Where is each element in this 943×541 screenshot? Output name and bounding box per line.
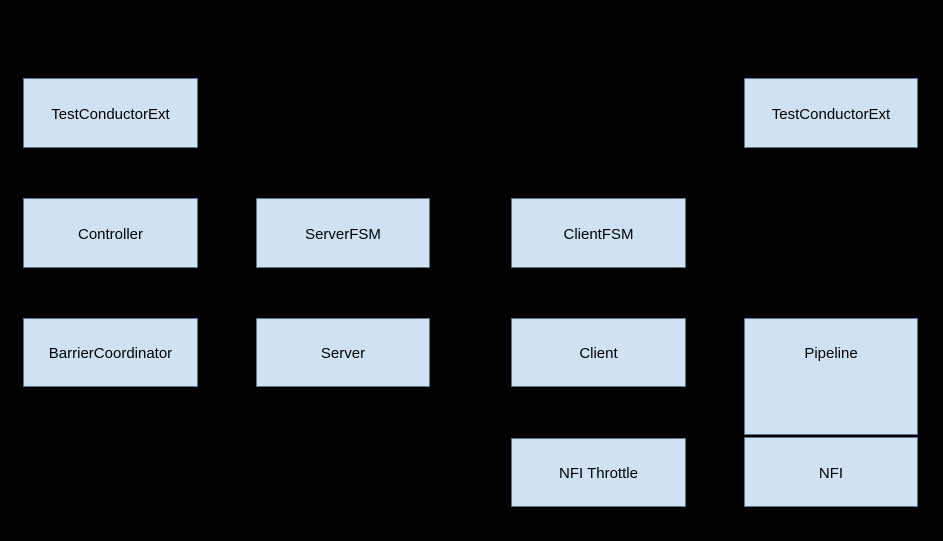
server-fsm-label: ServerFSM (305, 225, 381, 243)
nfi-box: NFI (744, 437, 918, 507)
client-label: Client (579, 345, 618, 362)
server-label: Server (320, 345, 366, 362)
nfi-throttle-label: NFI Throttle (559, 465, 638, 482)
pipeline-label: Pipeline (804, 345, 858, 362)
test-conductor-ext-right-box: TestConductorExt (744, 78, 918, 148)
barrier-coordinator-box: BarrierCoordinator (23, 318, 198, 387)
nfi-label: NFI (818, 464, 844, 482)
server-box: Server (256, 318, 430, 387)
client-box: Client (511, 318, 686, 387)
client-fsm-label: ClientFSM (563, 225, 634, 243)
nfi-throttle-box: NFI Throttle (511, 438, 686, 507)
controller-label: Controller (77, 225, 144, 243)
client-fsm-box: ClientFSM (511, 198, 686, 268)
pipeline-box: Pipeline (744, 318, 918, 435)
server-fsm-box: ServerFSM (256, 198, 430, 268)
test-conductor-ext-left-box: TestConductorExt (23, 78, 198, 148)
test-conductor-ext-right-label: TestConductorExt (771, 105, 891, 123)
test-conductor-ext-left-label: TestConductorExt (51, 105, 170, 123)
controller-box: Controller (23, 198, 198, 268)
barrier-coordinator-label: BarrierCoordinator (48, 345, 173, 362)
